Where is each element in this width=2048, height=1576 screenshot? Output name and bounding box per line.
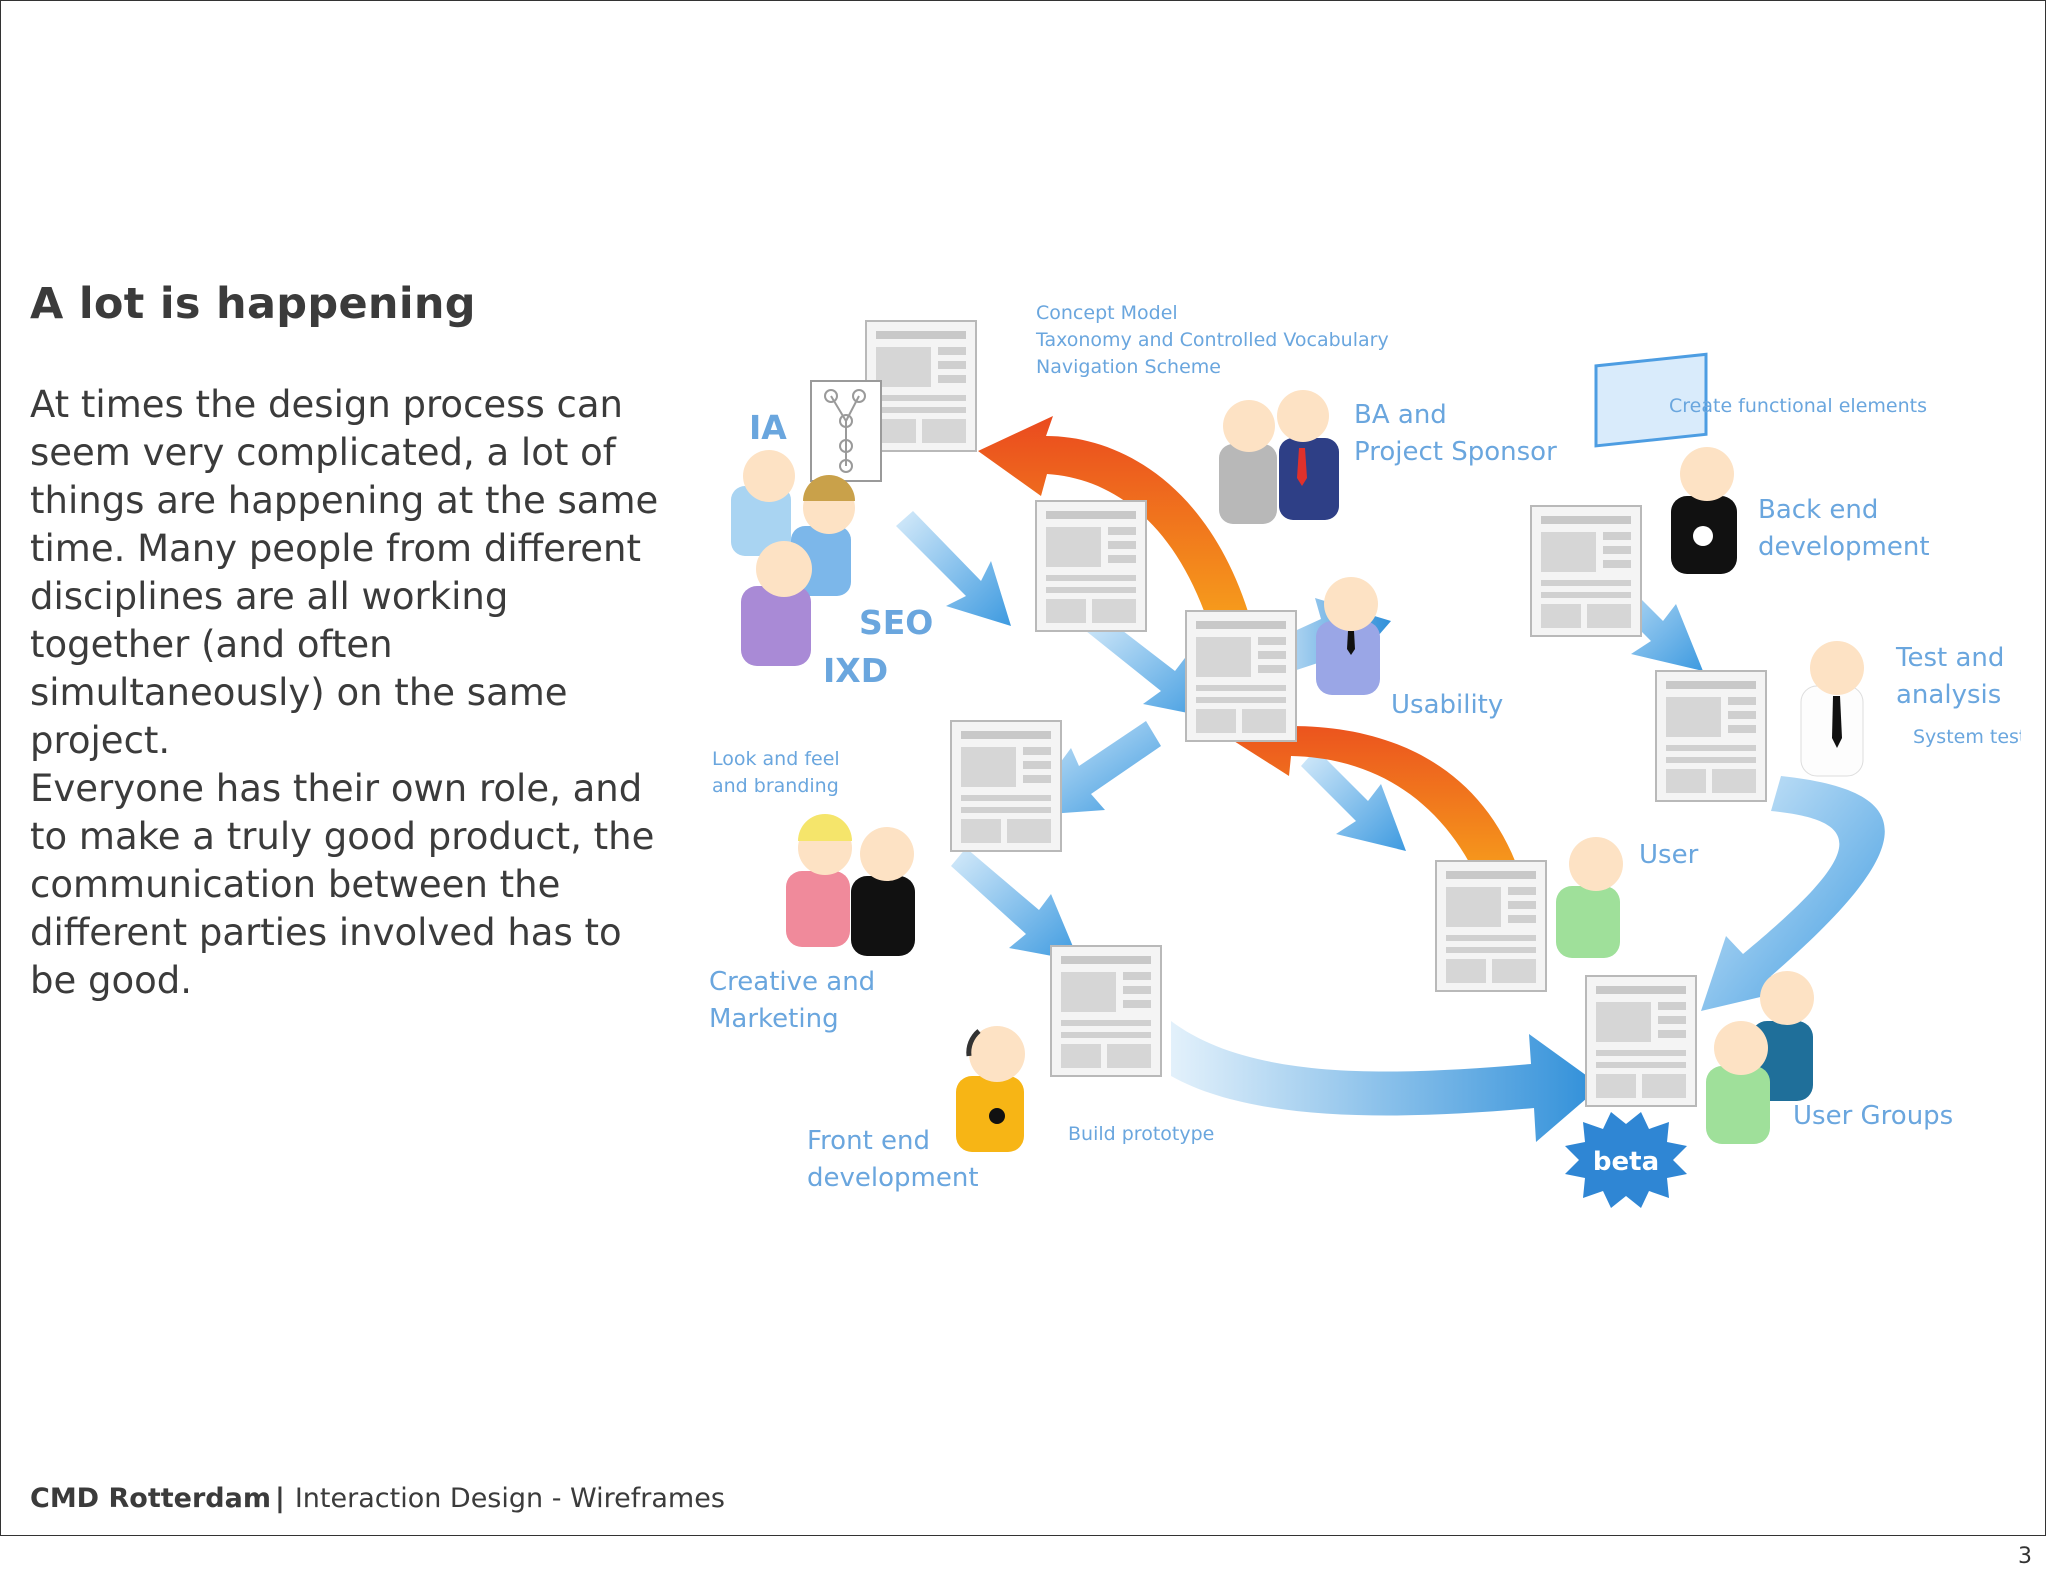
label-taxonomy: Taxonomy and Controlled Vocabulary — [1035, 329, 1389, 351]
flow-arrow — [951, 848, 1079, 961]
wireframe-backend — [1530, 505, 1642, 637]
label-usability: Usability — [1391, 690, 1503, 720]
label-look-line2: and branding — [712, 775, 839, 797]
label-backend-line2: development — [1758, 532, 1930, 562]
label-ba-line1: BA and — [1354, 400, 1447, 430]
label-test-line2: analysis — [1896, 680, 2001, 710]
person-ia — [731, 450, 795, 556]
label-system-test: System test — [1913, 726, 2021, 748]
label-navigation: Navigation Scheme — [1036, 356, 1221, 378]
functional-elements-panel — [1594, 352, 1708, 448]
flow-arrow — [1701, 776, 1885, 1011]
flow-arrow — [1086, 614, 1213, 718]
design-process-diagram: beta Concept Model Taxonomy and Controll… — [709, 302, 2021, 1208]
page-number: 3 — [2018, 1544, 2032, 1569]
label-concept-model: Concept Model — [1036, 302, 1178, 324]
label-backend-line1: Back end — [1758, 495, 1878, 525]
label-ia: IA — [749, 408, 787, 447]
flow-arrow — [1171, 1021, 1601, 1142]
wireframe-user — [1435, 860, 1547, 992]
wireframe-ia — [865, 320, 977, 452]
footer-course: Interaction Design - Wireframes — [294, 1483, 725, 1514]
person-ba — [1219, 390, 1339, 524]
orange-arrow — [1226, 706, 1519, 886]
person-seo — [791, 475, 855, 596]
wireframe-branding — [950, 720, 1062, 852]
wireframe-center — [1185, 610, 1297, 742]
label-ixd: IXD — [823, 651, 888, 690]
label-look-line1: Look and feel — [712, 748, 840, 770]
person-backend — [1671, 447, 1737, 574]
flow-arrow — [896, 511, 1011, 626]
wireframe — [1035, 500, 1147, 632]
paragraph-intro: At times the design process can seem ver… — [30, 383, 659, 762]
person-frontend — [956, 1026, 1025, 1152]
label-create-functional: Create functional elements — [1669, 395, 1927, 417]
label-user: User — [1639, 840, 1699, 870]
person-usergroups — [1706, 971, 1814, 1144]
label-creative-line1: Creative and — [709, 967, 875, 997]
sitemap-icon — [810, 380, 882, 482]
footer-separator: | — [274, 1483, 285, 1514]
label-seo: SEO — [859, 603, 933, 642]
beta-badge: beta — [1565, 1112, 1687, 1208]
person-test — [1800, 641, 1864, 777]
slide: A lot is happening At times the design p… — [0, 0, 2046, 1536]
person-creative — [786, 814, 915, 956]
footer: CMD Rotterdam| Interaction Design - Wiref… — [30, 1483, 725, 1514]
beta-label: beta — [1593, 1147, 1659, 1177]
orange-arrow — [978, 416, 1251, 631]
label-build-prototype: Build prototype — [1068, 1123, 1214, 1145]
label-frontend-line1: Front end — [807, 1126, 930, 1156]
label-frontend-line2: development — [807, 1163, 979, 1193]
label-ba-line2: Project Sponsor — [1354, 437, 1557, 467]
paragraph-roles: Everyone has their own role, and to make… — [30, 767, 655, 1002]
person-usability — [1316, 577, 1380, 695]
wireframe-test — [1655, 670, 1767, 802]
label-user-groups: User Groups — [1793, 1101, 1953, 1131]
person-user — [1556, 837, 1623, 958]
label-test-line1: Test and — [1895, 643, 2004, 673]
wireframe-usergroups — [1585, 975, 1697, 1107]
flow-arrow — [1301, 749, 1406, 851]
person-ixd — [741, 541, 812, 666]
slide-title: A lot is happening — [30, 279, 476, 329]
label-creative-line2: Marketing — [709, 1004, 839, 1034]
footer-brand: CMD Rotterdam — [30, 1483, 271, 1514]
wireframe-frontend — [1050, 945, 1162, 1077]
